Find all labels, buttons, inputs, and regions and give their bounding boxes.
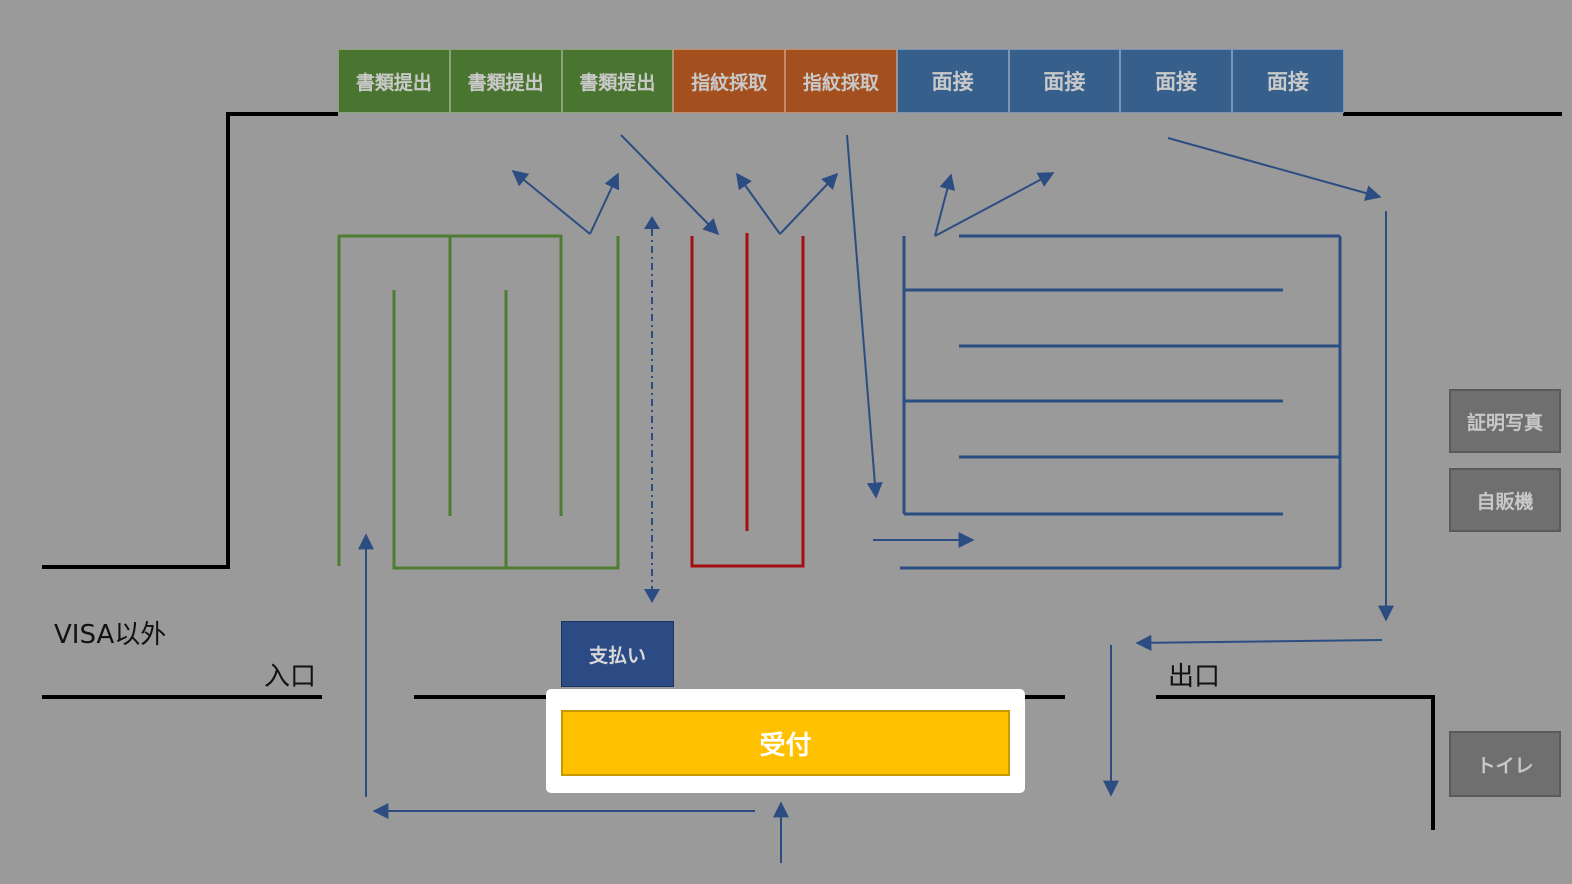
documents-counter-3[interactable]: 書類提出 [561,49,674,113]
payment-counter[interactable]: 支払い [561,621,674,687]
exit-label: 出口 [1168,662,1221,692]
interview-counter-9[interactable]: 面接 [1232,49,1344,113]
interview-counter-6[interactable]: 面接 [896,49,1009,113]
interview-counter-7[interactable]: 面接 [1008,49,1121,113]
flow-arrows [358,134,1394,863]
photo-booth[interactable]: 証明写真 [1449,389,1561,453]
wall-left-upper [42,112,338,569]
visa-other-label: VISA以外 [54,620,167,650]
toilet[interactable]: トイレ [1449,731,1561,797]
fingerprint-queue-lines [690,233,805,568]
vending-machine[interactable]: 自販機 [1449,468,1561,532]
documents-counter-1[interactable]: 書類提出 [338,49,450,113]
documents-queue-lines [337,234,620,570]
fingerprint-counter-4[interactable]: 指紋採取 [673,49,785,113]
interview-queue-lines [900,234,1342,570]
entrance-label: 入口 [264,662,317,692]
reception-counter[interactable]: 受付 [561,710,1010,776]
interview-counter-8[interactable]: 面接 [1120,49,1232,113]
wall-exit [1156,695,1435,830]
documents-counter-2[interactable]: 書類提出 [449,49,562,113]
fingerprint-counter-5[interactable]: 指紋採取 [785,49,897,113]
